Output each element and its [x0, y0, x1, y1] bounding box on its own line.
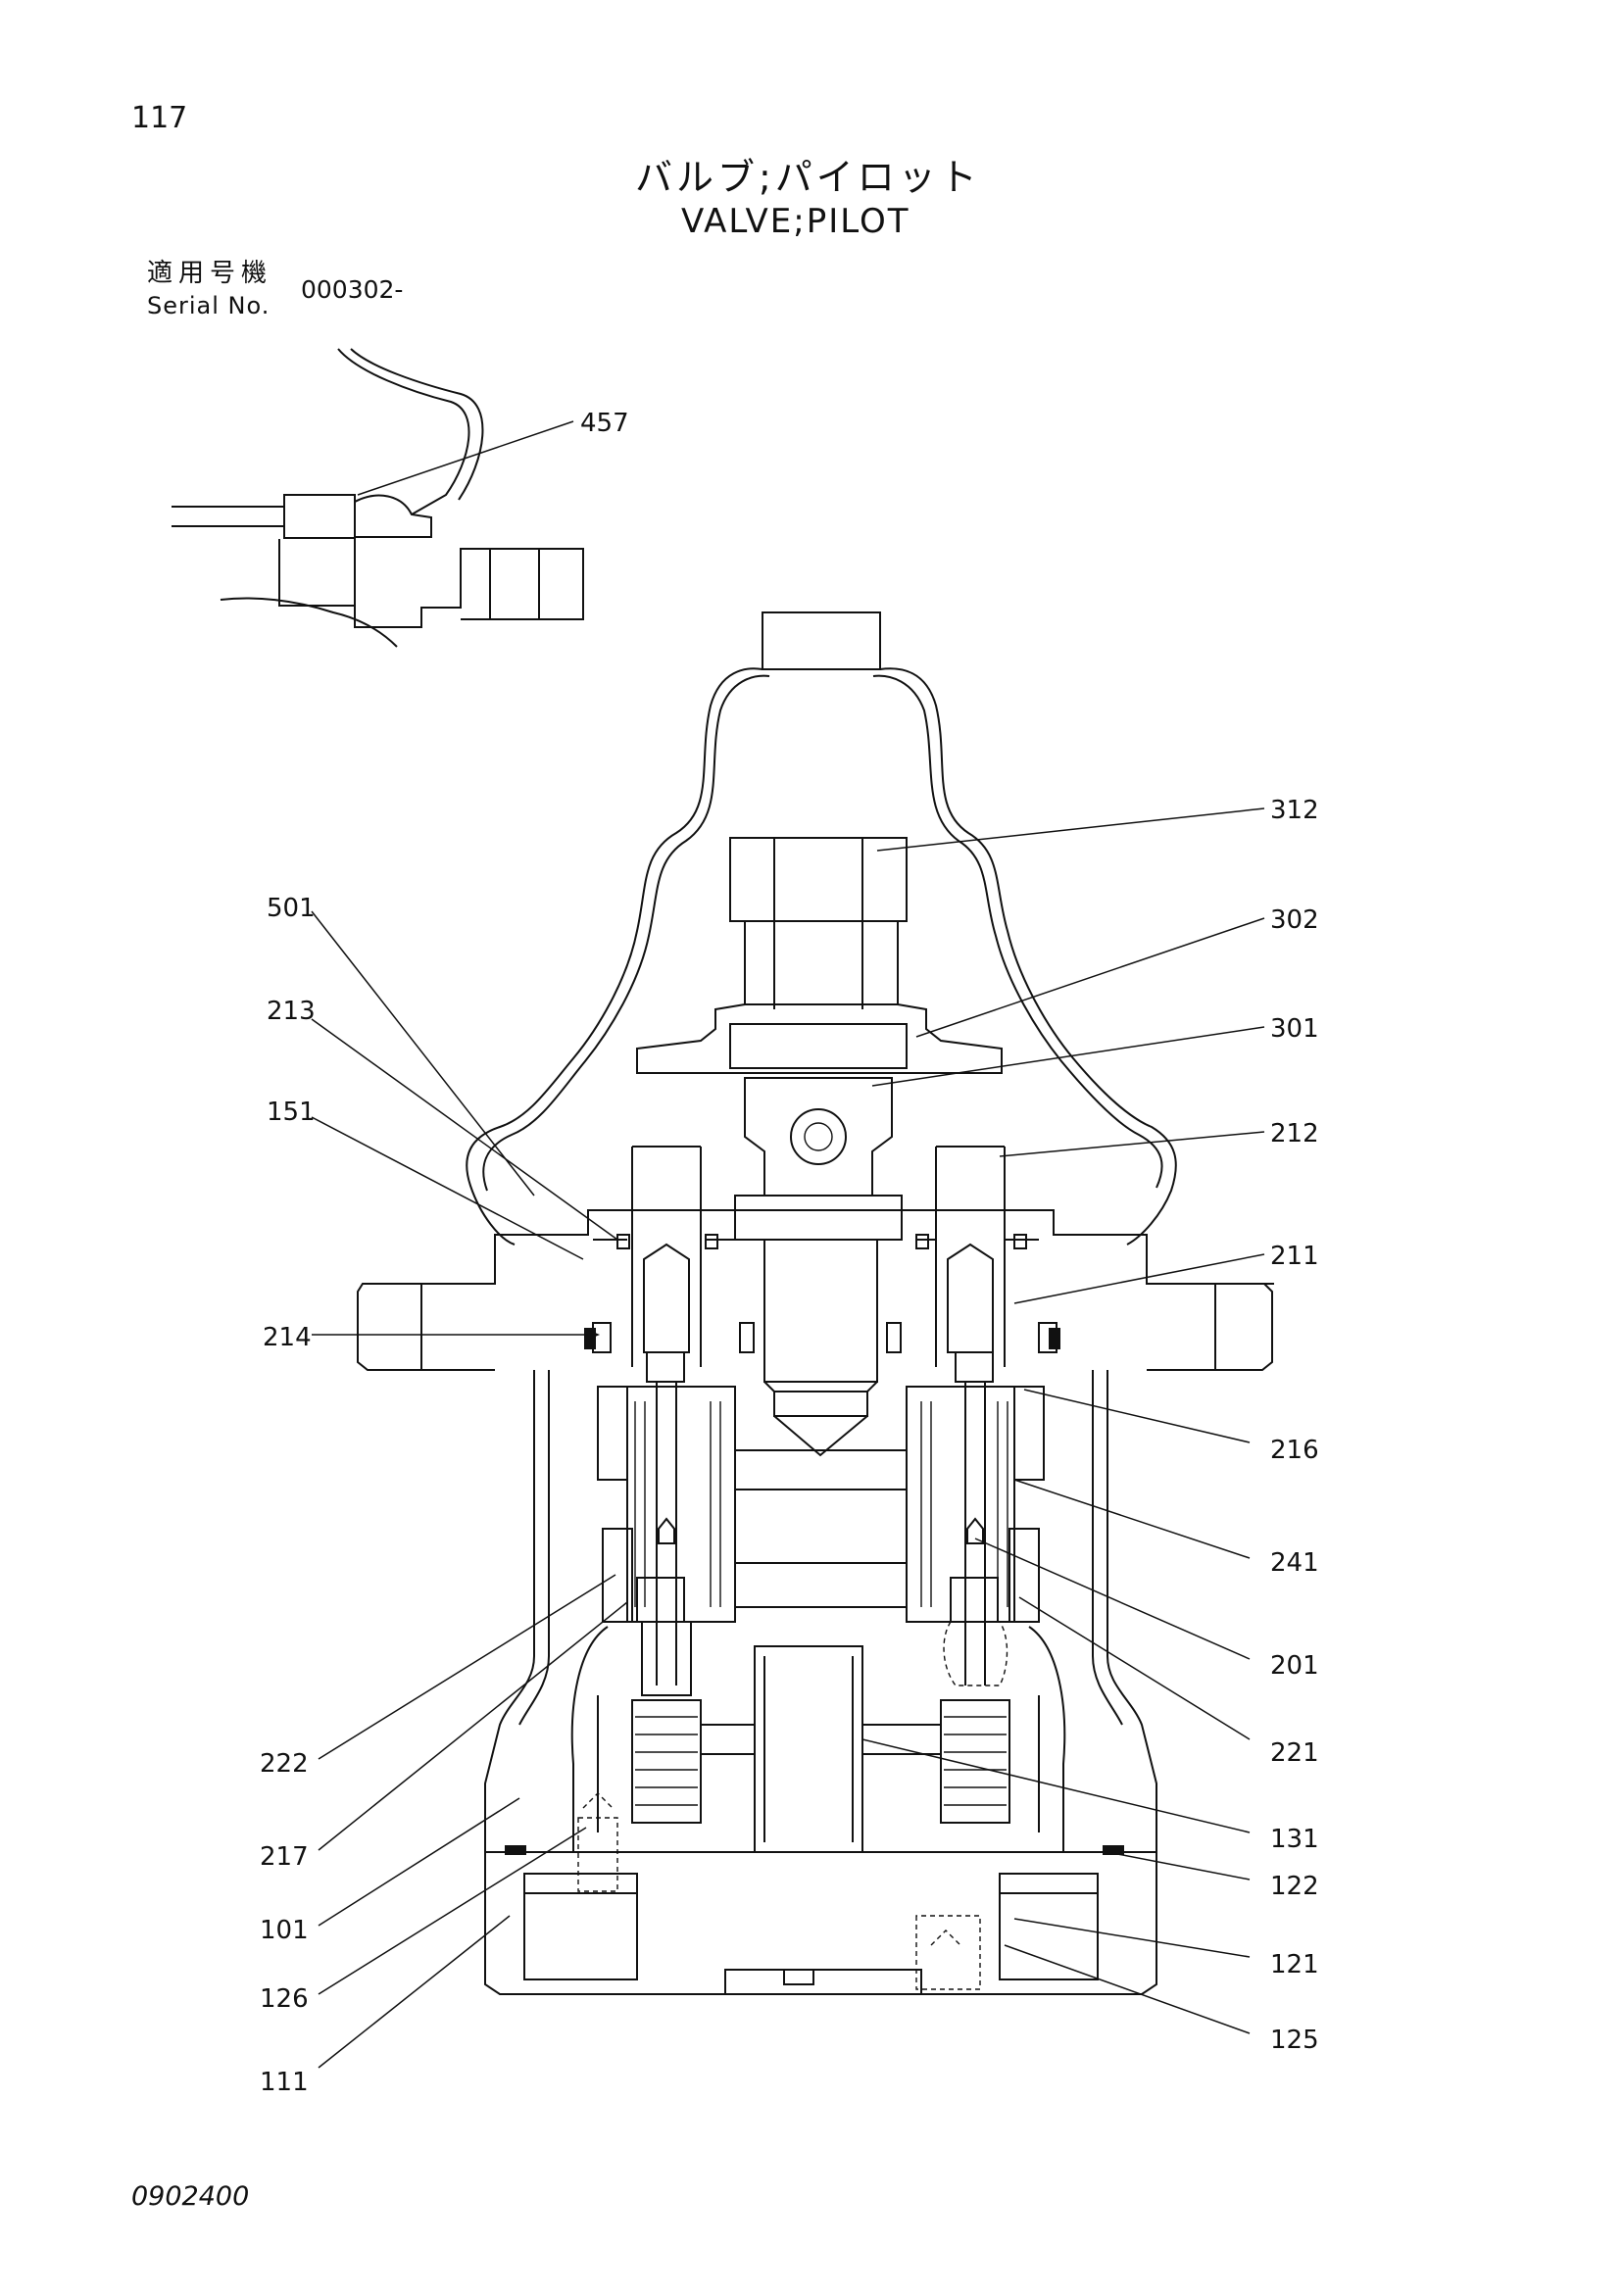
bolt-125 [915, 1915, 981, 1990]
callout-312: 312 [1270, 796, 1319, 825]
callout-501: 501 [267, 894, 316, 923]
callout-151: 151 [267, 1098, 316, 1127]
valve-body-101 [484, 1370, 1157, 1852]
part-title-english: VALVE;PILOT [681, 202, 910, 241]
callout-213: 213 [267, 997, 316, 1026]
callout-222: 222 [260, 1749, 309, 1779]
callout-302: 302 [1270, 905, 1319, 935]
callout-131: 131 [1270, 1825, 1319, 1854]
callout-217: 217 [260, 1842, 309, 1872]
callout-labels: 457 312 302 301 212 211 216 241 201 221 … [260, 409, 1319, 2097]
callout-125: 125 [1270, 2026, 1319, 2055]
callout-221: 221 [1270, 1738, 1319, 1768]
pusher-212 [935, 1146, 1006, 1367]
callout-122: 122 [1270, 1872, 1319, 1901]
callout-201: 201 [1270, 1651, 1319, 1681]
callout-101: 101 [260, 1916, 309, 1945]
pusher-left [631, 1146, 702, 1367]
serial-label-japanese: 適用号機 [147, 259, 273, 288]
callout-111: 111 [260, 2068, 309, 2097]
right-spool-assembly [906, 1351, 1045, 1824]
top-cap [762, 611, 881, 670]
serial-number-value: 000302- [301, 275, 404, 304]
callout-216: 216 [1270, 1436, 1319, 1465]
disc-plate-302 [636, 1003, 1003, 1074]
part-title-japanese: バルブ;パイロット [635, 156, 981, 199]
document-code: 0902400 [131, 2181, 250, 2212]
callout-121: 121 [1270, 1950, 1319, 1979]
main-cross-section [357, 611, 1274, 1995]
callout-301: 301 [1270, 1014, 1319, 1044]
joint-301 [744, 1077, 893, 1197]
body-upper-plate [494, 1209, 1148, 1254]
callout-457: 457 [580, 409, 629, 438]
callout-214: 214 [263, 1323, 312, 1352]
callout-241: 241 [1270, 1548, 1319, 1578]
nut-312 [729, 837, 908, 922]
callout-211: 211 [1270, 1242, 1319, 1271]
callout-126: 126 [260, 1984, 309, 2014]
serial-label-english: Serial No. [147, 292, 270, 319]
spring-seat-131 [754, 1645, 863, 1853]
bolt-126 [577, 1792, 618, 1892]
rubber-boot [466, 667, 1177, 1246]
left-spool-assembly [597, 1351, 736, 1824]
joint-pin [790, 1108, 847, 1165]
central-plunger [763, 1240, 878, 1457]
inset-detail-view [172, 348, 584, 648]
page-number: 117 [131, 101, 188, 135]
right-port [1147, 1283, 1273, 1371]
leader-lines [311, 420, 1265, 2069]
left-port [357, 1283, 495, 1371]
callout-212: 212 [1270, 1119, 1319, 1148]
